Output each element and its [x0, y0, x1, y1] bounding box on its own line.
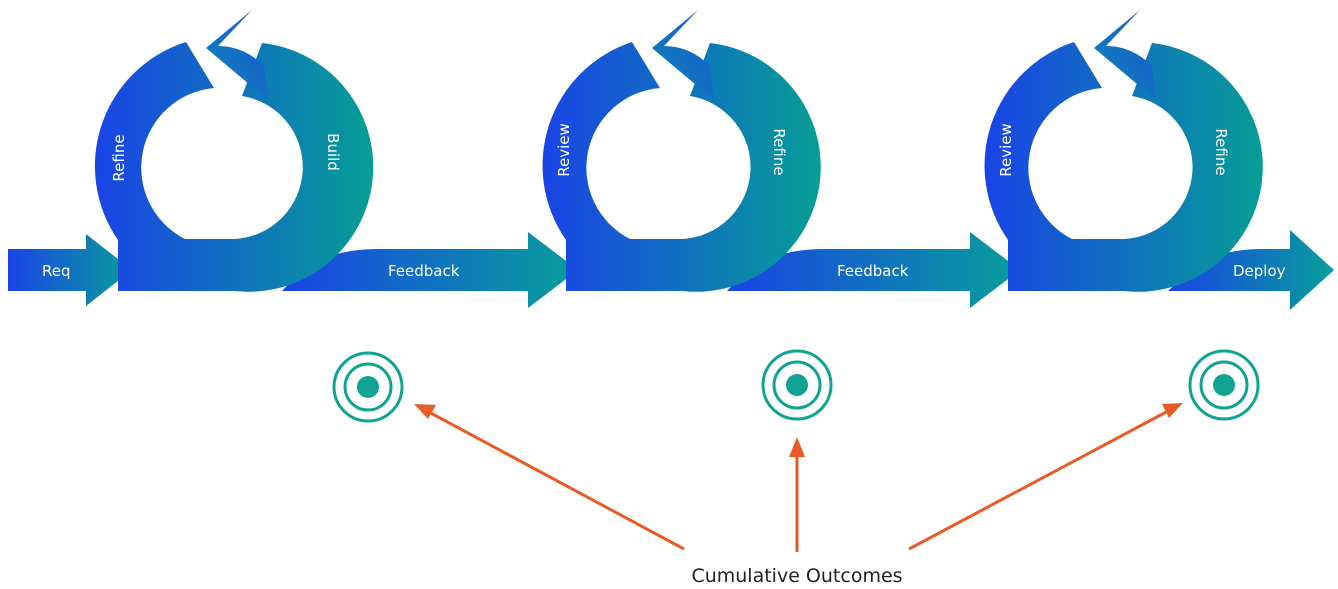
pointer-arrow-left: [414, 404, 685, 551]
target-icon: [761, 349, 833, 421]
cycle-loop-3: Review Refine: [984, 10, 1263, 292]
feedback-label-2: Feedback: [837, 262, 909, 280]
cycle-loop-1-head: [206, 10, 268, 100]
cycle-loop-2-right-label: Refine: [770, 128, 788, 175]
cycle-loop-3-right-label: Refine: [1212, 128, 1230, 175]
start-arrow: [8, 234, 132, 306]
outcomes-caption: Cumulative Outcomes: [691, 565, 902, 587]
start-label: Req: [42, 262, 71, 280]
pointer-arrow-middle: [789, 437, 805, 552]
feedback-arrow-2: [727, 232, 1020, 308]
cycle-loop-1-right-label: Build: [324, 133, 342, 171]
cycle-loop-3-left-label: Review: [997, 123, 1015, 177]
cycle-loop-1-base: [94, 42, 374, 292]
feedback-label-1: Feedback: [388, 262, 460, 280]
deploy-label: Deploy: [1233, 262, 1286, 280]
cycle-loop-3-base: [984, 42, 1263, 292]
flow-arrows: [8, 230, 1334, 310]
cycle-loop-2-left-label: Review: [555, 123, 573, 177]
cycle-loop-2: Review Refine: [542, 10, 821, 292]
cycle-loop-3-head: [1094, 10, 1156, 100]
cycle-loop-1-left-label: Refine: [110, 134, 128, 181]
target-icon: [332, 351, 404, 423]
cycle-loop-1: Refine Build: [94, 10, 374, 292]
pointer-arrow-right: [908, 403, 1183, 551]
feedback-arrow-1: [282, 232, 578, 308]
cycle-loop-2-head: [652, 10, 714, 100]
outcome-pointers: [414, 403, 1183, 552]
deploy-arrow: [1168, 230, 1334, 310]
cycle-loop-2-base: [542, 42, 821, 292]
target-icon: [1188, 349, 1260, 421]
